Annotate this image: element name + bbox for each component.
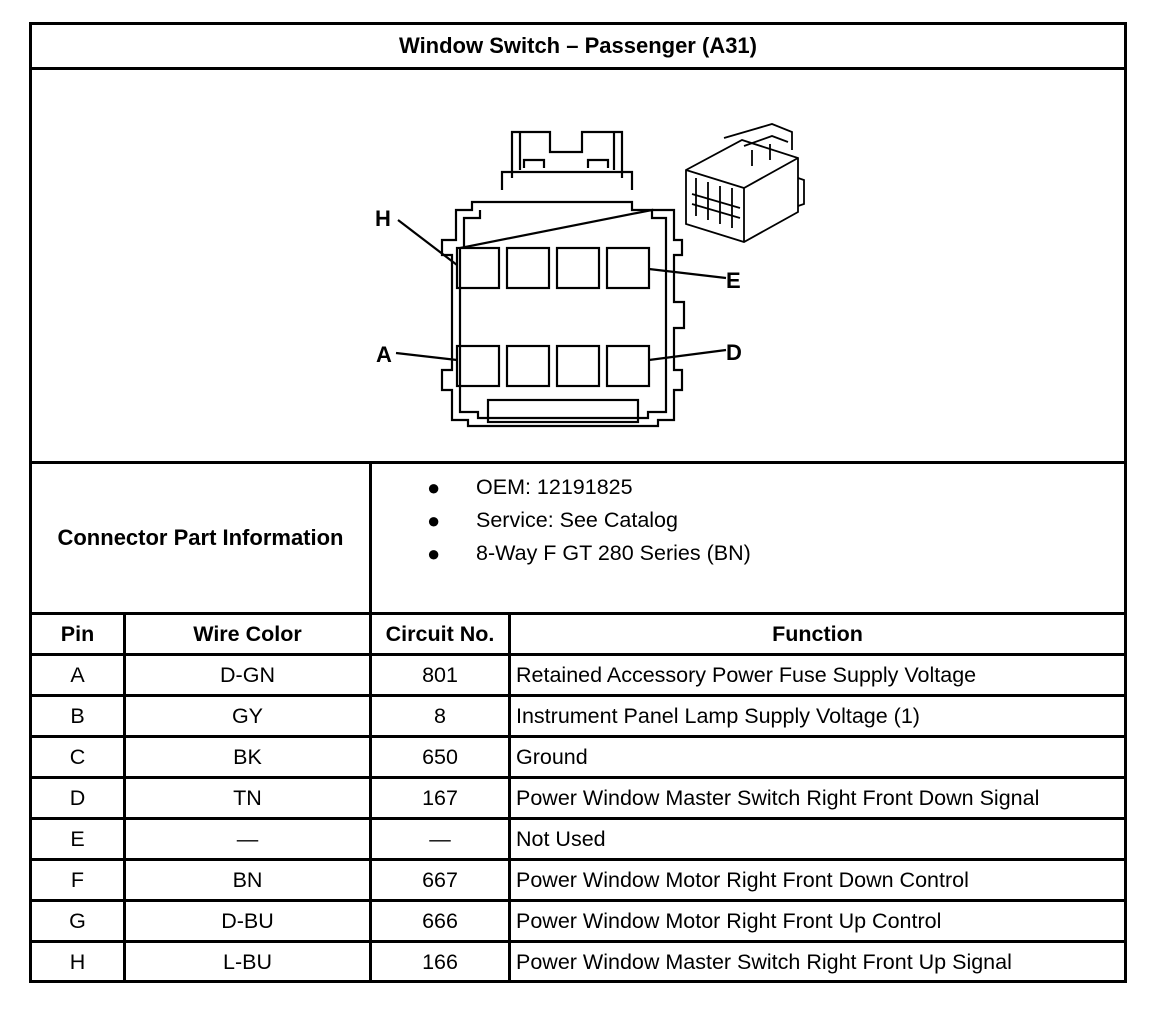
cell-circuit-no: 666 <box>422 908 458 933</box>
connector-part-info-list: ●OEM: 12191825 ●Service: See Catalog ●8-… <box>372 464 1124 612</box>
cell-circuit-no: 167 <box>422 785 458 810</box>
pin-label-a: A <box>376 342 392 367</box>
cell-pin: B <box>70 703 85 728</box>
list-item: ●8-Way F GT 280 Series (BN) <box>427 541 751 566</box>
cell-circuit-no: 650 <box>422 744 458 769</box>
table-top-border <box>32 612 1124 615</box>
cell-pin: G <box>69 908 86 933</box>
connector-body <box>440 200 686 428</box>
cell-function: Power Window Motor Right Front Up Contro… <box>516 908 942 933</box>
cavity-a <box>455 344 501 388</box>
list-item: ●Service: See Catalog <box>427 508 678 533</box>
cell-wire-color: L-BU <box>223 949 272 974</box>
cell-circuit-no: 667 <box>422 867 458 892</box>
cell-function: Not Used <box>516 826 606 851</box>
cell-function: Ground <box>516 744 588 769</box>
header-wire-color: Wire Color <box>193 621 302 646</box>
table-row-divider <box>32 694 1124 697</box>
table-row-divider <box>32 899 1124 902</box>
cell-pin: E <box>70 826 85 851</box>
header-function: Function <box>772 621 863 646</box>
cell-wire-color: D-GN <box>220 662 275 687</box>
cavity-d <box>605 344 651 388</box>
cell-circuit-no: 801 <box>422 662 458 687</box>
header-circuit-no: Circuit No. <box>385 621 495 646</box>
leader-h <box>397 219 458 266</box>
connector-latch <box>510 130 624 178</box>
leader-a <box>395 351 458 362</box>
list-item: ●OEM: 12191825 <box>427 475 633 500</box>
table-row-divider <box>32 817 1124 820</box>
cell-pin: C <box>69 744 86 769</box>
cell-function: Power Window Master Switch Right Front U… <box>516 949 1012 974</box>
table-column-divider <box>369 615 372 981</box>
cell-function: Instrument Panel Lamp Supply Voltage (1) <box>516 703 920 728</box>
cell-wire-color: TN <box>233 785 262 810</box>
cell-pin: F <box>70 867 85 892</box>
cell-wire-color: GY <box>231 703 264 728</box>
cavity-e <box>605 246 651 290</box>
cpi-divider <box>369 464 372 612</box>
connector-3d-view <box>685 123 805 243</box>
connector-diagram: H E A D <box>375 123 805 428</box>
cell-function: Retained Accessory Power Fuse Supply Vol… <box>516 662 977 687</box>
diagram-divider <box>32 461 1124 464</box>
cell-circuit-no: 166 <box>422 949 458 974</box>
connector-part-info-label: Connector Part Information <box>57 525 344 550</box>
table-row-divider <box>32 735 1124 738</box>
cell-pin: H <box>69 949 86 974</box>
cell-circuit-no: — <box>429 826 451 851</box>
table-column-divider <box>123 615 126 981</box>
leader-d <box>648 348 727 362</box>
cell-function: Power Window Motor Right Front Down Cont… <box>516 867 969 892</box>
cell-wire-color: BK <box>233 744 262 769</box>
sheet-title: Window Switch – Passenger (A31) <box>399 33 757 58</box>
cell-circuit-no: 8 <box>434 703 446 728</box>
cell-pin: A <box>70 662 85 687</box>
table-row-divider <box>32 858 1124 861</box>
pin-label-h: H <box>375 206 391 231</box>
table-row-divider <box>32 776 1124 779</box>
pin-label-d: D <box>726 340 742 365</box>
cavity-h <box>455 246 501 290</box>
cell-wire-color: BN <box>232 867 263 892</box>
leader-e <box>648 267 727 280</box>
connector-sheet: Window Switch – Passenger (A31) <box>29 22 1127 983</box>
cell-function: Power Window Master Switch Right Front D… <box>516 785 1040 810</box>
title-divider <box>32 67 1124 70</box>
cell-pin: D <box>69 785 86 810</box>
table-row-divider <box>32 653 1124 656</box>
pin-label-e: E <box>726 268 741 293</box>
cell-wire-color: D-BU <box>221 908 274 933</box>
table-column-divider <box>508 615 511 981</box>
table-row-divider <box>32 940 1124 943</box>
header-pin: Pin <box>60 621 95 646</box>
cell-wire-color: — <box>236 826 259 851</box>
